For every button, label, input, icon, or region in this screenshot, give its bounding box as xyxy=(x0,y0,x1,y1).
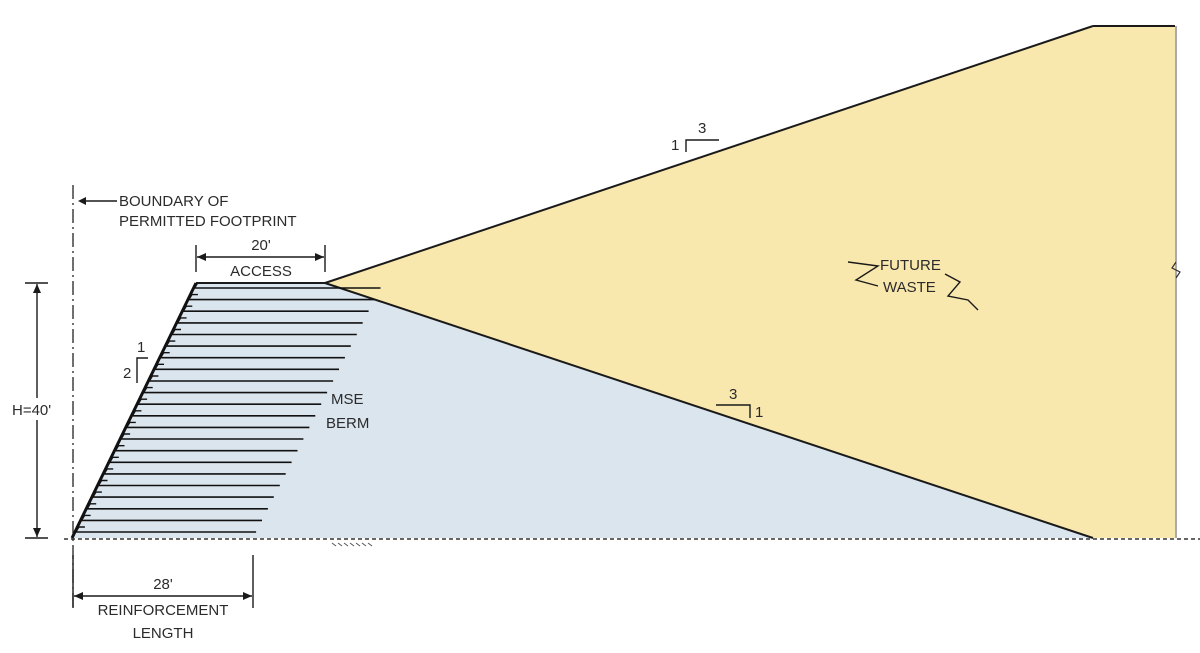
break-mark-icon xyxy=(1171,261,1181,279)
reinforcement-layers xyxy=(74,282,381,533)
height-arrow-bottom-icon xyxy=(33,528,41,537)
top-slope-indicator xyxy=(685,139,719,152)
access-arrow-left-icon xyxy=(197,253,206,261)
access-width-label: 20' xyxy=(251,237,271,254)
waste-label-line2: WASTE xyxy=(883,279,936,296)
reinforcement-width-label: 28' xyxy=(153,576,173,593)
waste-top-slope-line xyxy=(324,25,1094,284)
reinforcement-arrow-right-icon xyxy=(243,592,252,600)
boundary-arrowhead-icon xyxy=(78,197,86,205)
reinforcement-label-line1: REINFORCEMENT xyxy=(98,602,229,619)
top-slope-run-label: 3 xyxy=(698,120,706,137)
berm-face-line xyxy=(70,282,198,539)
berm-slope-indicator xyxy=(136,357,148,383)
base-slope-run-label: 3 xyxy=(729,386,737,403)
waste-squiggle-right-icon xyxy=(944,273,979,311)
top-slope-rise-label: 1 xyxy=(671,137,679,154)
waste-squiggle-left-icon xyxy=(847,261,880,287)
base-slope-indicator xyxy=(716,404,751,418)
reinforcement-label-line2: LENGTH xyxy=(133,625,194,642)
height-label: H=40' xyxy=(12,402,51,419)
future-waste-region xyxy=(325,26,1175,538)
boundary-label-line2: PERMITTED FOOTPRINT xyxy=(119,213,297,230)
berm-slope-rise-label: 2 xyxy=(123,365,131,382)
berm-slope-run-label: 1 xyxy=(137,339,145,356)
mse-label-line1: MSE xyxy=(331,391,364,408)
ground-hatch-icon xyxy=(331,542,373,547)
access-label: ACCESS xyxy=(230,263,292,280)
reinforcement-arrow-left-icon xyxy=(74,592,83,600)
height-arrow-top-icon xyxy=(33,284,41,293)
boundary-label-line1: BOUNDARY OF xyxy=(119,193,228,210)
base-slope-rise-label: 1 xyxy=(755,404,763,421)
access-arrow-right-icon xyxy=(315,253,324,261)
mse-label-line2: BERM xyxy=(326,415,369,432)
waste-label-line1: FUTURE xyxy=(880,257,941,274)
waste-base-slope-line xyxy=(324,282,1094,539)
